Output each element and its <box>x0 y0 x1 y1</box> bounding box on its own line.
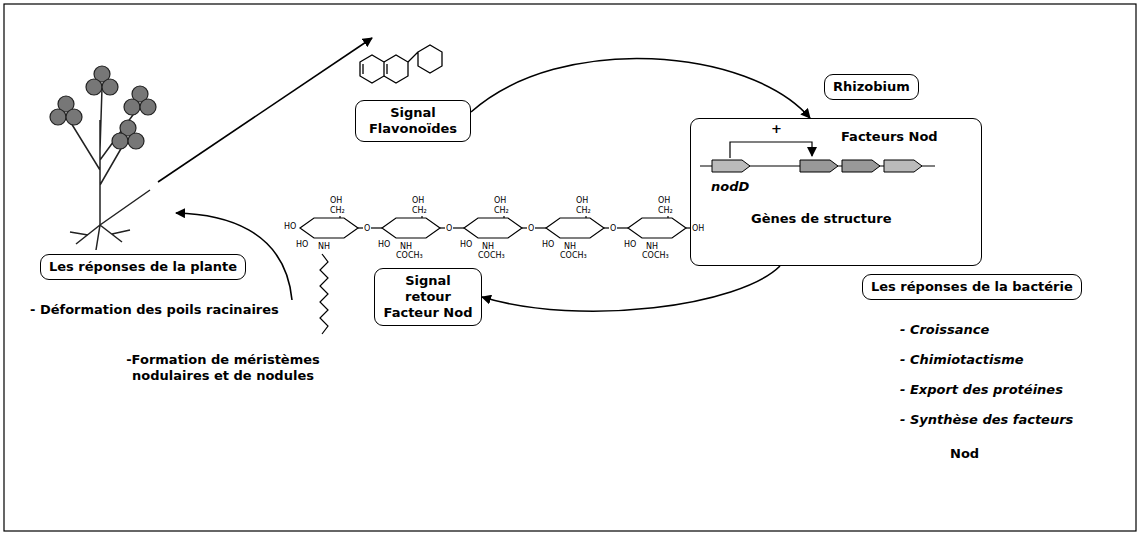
atom-label: COCH₃ <box>642 251 669 260</box>
response-item: - Croissance <box>900 322 989 338</box>
box-text: Signal Flavonoïdes <box>364 105 462 137</box>
box-text: Signal retour Facteur Nod <box>383 273 473 321</box>
atom-label: O <box>610 224 616 233</box>
gene-diagram <box>700 142 935 172</box>
atom-label: COCH₃ <box>396 251 423 260</box>
response-item: Nod <box>950 446 979 462</box>
box-text: + <box>771 121 782 137</box>
response-item: - Export des protéines <box>900 382 1063 398</box>
atom-label: NH <box>318 242 330 251</box>
signal-box: Signal Flavonoïdes <box>355 100 471 142</box>
flavonoid-molecule <box>360 45 442 83</box>
organism-box: Rhizobium <box>824 74 919 100</box>
signal-connector <box>482 266 780 311</box>
atom-label: CH₂ <box>658 206 673 215</box>
atom-label: CH₂ <box>494 206 509 215</box>
signal-box: Signal retour Facteur Nod <box>374 268 482 326</box>
signal-connector <box>471 58 810 118</box>
atom-label: OH <box>692 224 704 233</box>
box-text: Facteurs Nod <box>841 129 938 145</box>
box-text: Rhizobium <box>833 79 910 95</box>
atom-label: NH <box>400 242 412 251</box>
atom-label: HO <box>378 240 390 249</box>
atom-label: O <box>528 224 534 233</box>
atom-label: O <box>364 224 370 233</box>
acyl-chain <box>320 254 328 334</box>
atom-label: OH <box>494 196 506 205</box>
atom-label: CH₂ <box>576 206 591 215</box>
atom-label: HO <box>624 240 636 249</box>
response-item: - Synthèse des facteurs <box>900 412 1073 428</box>
signal-arrow <box>158 38 372 182</box>
clover-leaves <box>50 66 156 149</box>
atom-label: NH <box>564 242 576 251</box>
atom-label: COCH₃ <box>560 251 587 260</box>
frame <box>4 4 1136 531</box>
atom-label: OH <box>330 196 342 205</box>
atom-label: HO <box>284 222 296 231</box>
response-item: -Formation de méristèmes nodulaires et d… <box>112 352 334 384</box>
atom-label: NH <box>482 242 494 251</box>
box-text: Gènes de structure <box>751 211 892 227</box>
response-item: - Chimiotactisme <box>900 352 1024 368</box>
atom-label: HO <box>296 240 308 249</box>
sugar-rings <box>300 216 691 238</box>
box-text: nodD <box>711 179 749 195</box>
atom-label: OH <box>576 196 588 205</box>
atom-label: OH <box>658 196 670 205</box>
atom-label: O <box>446 224 452 233</box>
atom-label: CH₂ <box>330 206 345 215</box>
box-text: Les réponses de la bactérie <box>871 279 1073 295</box>
response-heading-box: Les réponses de la plante <box>40 254 246 280</box>
atom-label: COCH₃ <box>478 251 505 260</box>
gene-box: Facteurs Nod + nodDGènes de structure <box>690 118 982 266</box>
atom-label: CH₂ <box>412 206 427 215</box>
response-heading-box: Les réponses de la bactérie <box>862 274 1082 300</box>
box-text: Les réponses de la plante <box>49 259 237 275</box>
response-item: - Déformation des poils racinaires <box>30 302 279 318</box>
atom-label: NH <box>646 242 658 251</box>
atom-label: HO <box>460 240 472 249</box>
atom-label: HO <box>542 240 554 249</box>
atom-label: OH <box>412 196 424 205</box>
